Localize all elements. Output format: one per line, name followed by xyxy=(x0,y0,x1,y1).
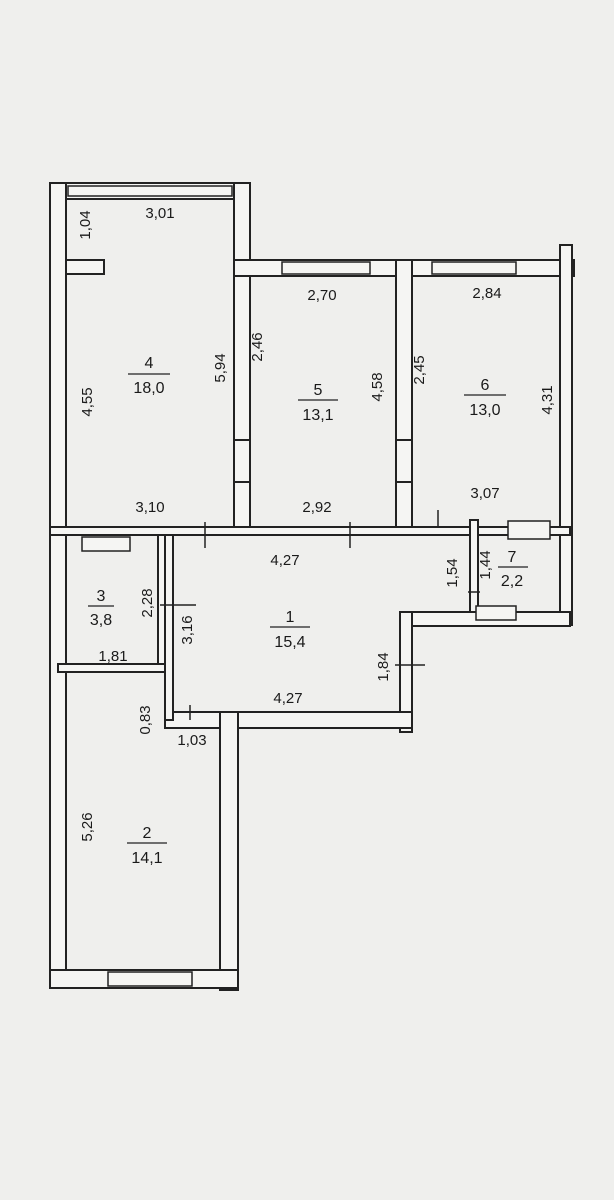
dim-hall-right-upper: 1,54 xyxy=(444,558,461,587)
dimension-labels: 3,01 1,04 4,55 5,94 3,10 2,70 2,46 4,58 … xyxy=(77,205,556,842)
vent-room7-top xyxy=(507,520,551,540)
door-jamb-room5 xyxy=(233,439,251,483)
dim-room2-niche-v: 0,83 xyxy=(137,705,154,734)
dim-room6-left: 2,45 xyxy=(411,355,428,384)
dim-room3-right: 2,28 xyxy=(139,588,156,617)
vent-room3 xyxy=(81,536,131,552)
room6-number: 6 xyxy=(481,377,490,394)
dim-hall-top: 4,27 xyxy=(270,552,299,569)
room3-area: 3,8 xyxy=(90,612,112,629)
dim-room4-right: 5,94 xyxy=(212,353,229,382)
dim-hall-bottom: 4,27 xyxy=(273,690,302,707)
wall-room3-bottom xyxy=(57,663,169,673)
room-labels: 4 18,0 5 13,1 6 13,0 7 2,2 3 3,8 1 15,4 … xyxy=(88,355,528,867)
room1-number: 1 xyxy=(286,609,295,626)
dim-room6-right: 4,31 xyxy=(539,385,556,414)
room2-number: 2 xyxy=(143,825,152,842)
room5-number: 5 xyxy=(314,382,323,399)
wall-right-outer xyxy=(559,244,573,626)
dim-room5-bottom: 2,92 xyxy=(302,499,331,516)
dim-hall-left: 3,16 xyxy=(179,615,196,644)
dim-hall-right-lower: 1,84 xyxy=(375,652,392,681)
wall-hall-right xyxy=(399,611,413,733)
wall-hall-left xyxy=(164,534,174,721)
room7-number: 7 xyxy=(508,549,517,566)
dim-room5-left: 2,46 xyxy=(249,332,266,361)
dim-room6-top: 2,84 xyxy=(472,285,501,302)
dim-room5-right: 4,58 xyxy=(369,372,386,401)
window-room4 xyxy=(67,185,233,197)
room1-area: 15,4 xyxy=(274,634,305,651)
dimension-ticks xyxy=(160,510,480,720)
niche-room4 xyxy=(65,259,105,275)
window-room6 xyxy=(431,261,517,275)
dim-room2-left: 5,26 xyxy=(79,812,96,841)
window-room5 xyxy=(281,261,371,275)
door-jamb-room6 xyxy=(395,439,413,483)
wall-room2-right xyxy=(219,711,239,991)
room4-number: 4 xyxy=(145,355,154,372)
dim-room6-bottom: 3,07 xyxy=(470,485,499,502)
room3-number: 3 xyxy=(97,588,106,605)
dim-room4-bottom: 3,10 xyxy=(135,499,164,516)
windows xyxy=(67,185,551,987)
dim-room2-niche-h: 1,03 xyxy=(177,732,206,749)
dim-room4-niche: 1,04 xyxy=(77,210,94,239)
dim-room4-top: 3,01 xyxy=(145,205,174,222)
vent-room7-bottom xyxy=(475,605,517,621)
wall-mid-horizontal xyxy=(49,526,571,536)
dim-room7-left: 1,44 xyxy=(477,550,494,579)
room7-area: 2,2 xyxy=(501,573,523,590)
room6-area: 13,0 xyxy=(469,402,500,419)
room4-area: 18,0 xyxy=(133,380,164,397)
wall-room5-6 xyxy=(395,259,413,531)
dim-room4-left: 4,55 xyxy=(79,387,96,416)
wall-left-outer xyxy=(49,182,67,984)
dim-room5-top: 2,70 xyxy=(307,287,336,304)
walls xyxy=(49,182,575,991)
dim-room3-bottom: 1,81 xyxy=(98,648,127,665)
wall-hall-bottom xyxy=(164,711,413,729)
window-room2 xyxy=(107,971,193,987)
room5-area: 13,1 xyxy=(302,407,333,424)
room2-area: 14,1 xyxy=(131,850,162,867)
